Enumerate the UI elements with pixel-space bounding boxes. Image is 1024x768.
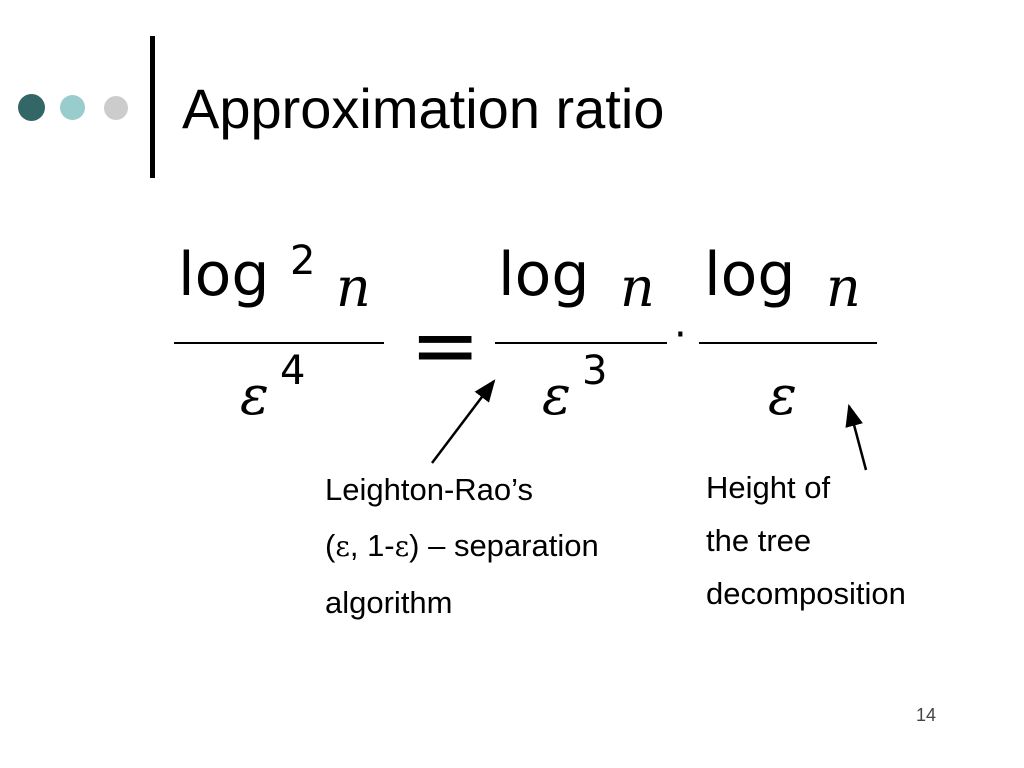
arrow-to-epsilon — [845, 403, 868, 471]
paren-open: ( — [325, 528, 336, 563]
epsilon-symbol: ε — [394, 530, 410, 563]
lhs-den-exponent: 4 — [280, 348, 306, 394]
rhs1-epsilon: ε — [542, 364, 571, 427]
rhs1-den-exponent: 3 — [582, 348, 608, 394]
multiply-dot: · — [674, 312, 687, 358]
lhs-log: log — [178, 240, 270, 310]
lhs-fraction-bar — [174, 342, 384, 344]
rhs2-variable: n — [826, 256, 861, 319]
annotation-left-line3: algorithm — [325, 585, 453, 620]
equals-sign: = — [410, 296, 481, 394]
page-number: 14 — [916, 705, 937, 725]
annotation-leighton-rao: Leighton-Rao’s (ε, 1-ε) – separation alg… — [325, 462, 599, 631]
rhs1-fraction-bar — [495, 342, 667, 344]
bullet-dot-teal — [60, 95, 85, 120]
lhs-epsilon: ε — [240, 364, 269, 427]
rhs1-variable: n — [620, 256, 655, 319]
annotation-right-line2: the tree — [706, 523, 812, 558]
rhs2-fraction-bar — [699, 342, 877, 344]
rhs2-epsilon: ε — [768, 364, 797, 427]
annotation-right-line1: Height of — [706, 470, 831, 505]
annotation-tree-height: Height of the tree decomposition — [706, 461, 906, 620]
slide-title: Approximation ratio — [182, 77, 665, 140]
lhs-exponent: 2 — [290, 238, 316, 284]
annotation-left-line2: (ε, 1-ε) – separation — [325, 518, 599, 575]
rhs1-log: log — [498, 240, 590, 310]
title-divider — [150, 36, 155, 178]
arrow-to-epsilon-cubed — [431, 379, 496, 464]
separation-text: ) – separation — [409, 528, 599, 563]
lhs-variable: n — [336, 256, 371, 319]
annotation-left-line1: Leighton-Rao’s — [325, 472, 533, 507]
separator-text: , 1- — [349, 528, 395, 563]
rhs2-log: log — [704, 240, 796, 310]
bullet-dot-gray — [104, 96, 128, 120]
annotation-right-line3: decomposition — [706, 576, 906, 611]
bullet-dot-dark — [18, 94, 45, 121]
epsilon-symbol: ε — [335, 530, 350, 563]
